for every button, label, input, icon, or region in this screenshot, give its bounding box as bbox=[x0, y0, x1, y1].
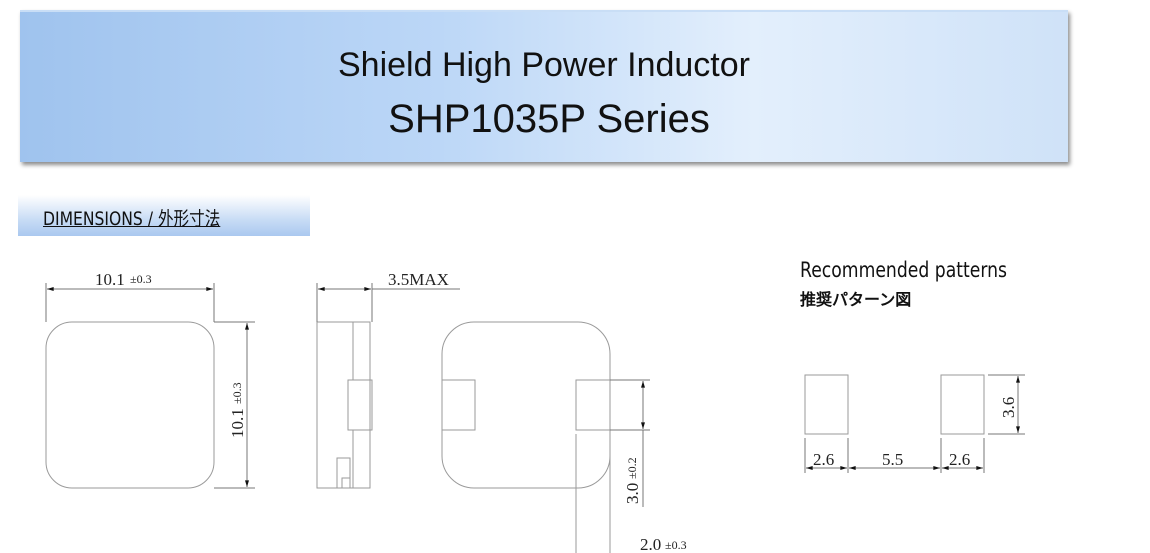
pad-height-label: 3.6 bbox=[999, 397, 1018, 418]
section-title: DIMENSIONS / 外形寸法 bbox=[43, 208, 221, 230]
terminal-length-label: 3.0 bbox=[623, 483, 642, 504]
length-dimension-label: 10.1 bbox=[228, 408, 247, 438]
terminal-length-tolerance: ±0.2 bbox=[625, 457, 639, 479]
height-dimension-label: 3.5MAX bbox=[388, 270, 449, 289]
product-title: Shield High Power Inductor bbox=[337, 46, 750, 84]
width-dimension-label: 10.1 bbox=[95, 270, 125, 289]
pad-width-label: 2.6 bbox=[813, 450, 834, 469]
pad-gap-label: 5.5 bbox=[882, 450, 903, 469]
pattern-title: Recommended patterns bbox=[800, 258, 1008, 282]
side-view: 3.5MAX bbox=[316, 270, 460, 489]
bottom-view: 3.0 ±0.2 2.0 ±0.3 bbox=[441, 321, 687, 553]
product-series: SHP1035P Series bbox=[388, 97, 710, 141]
length-tolerance: ±0.3 bbox=[230, 382, 244, 404]
pad-left bbox=[804, 374, 849, 435]
terminal-width-label: 2.0 bbox=[640, 535, 661, 553]
pad-right bbox=[940, 374, 985, 435]
terminal-width-tolerance: ±0.3 bbox=[665, 538, 687, 552]
title-banner: Shield High Power Inductor SHP1035P Seri… bbox=[20, 10, 1068, 162]
width-tolerance: ±0.3 bbox=[130, 272, 152, 286]
recommended-pattern: 3.6 2.6 5.5 2.6 bbox=[804, 374, 1025, 473]
top-view: 10.1 ±0.3 10.1 ±0.3 bbox=[45, 270, 255, 489]
pad-width-label-2: 2.6 bbox=[949, 450, 970, 469]
pattern-title-jp: 推奨パターン図 bbox=[800, 290, 912, 309]
section-header-dimensions: DIMENSIONS / 外形寸法 bbox=[18, 195, 310, 236]
